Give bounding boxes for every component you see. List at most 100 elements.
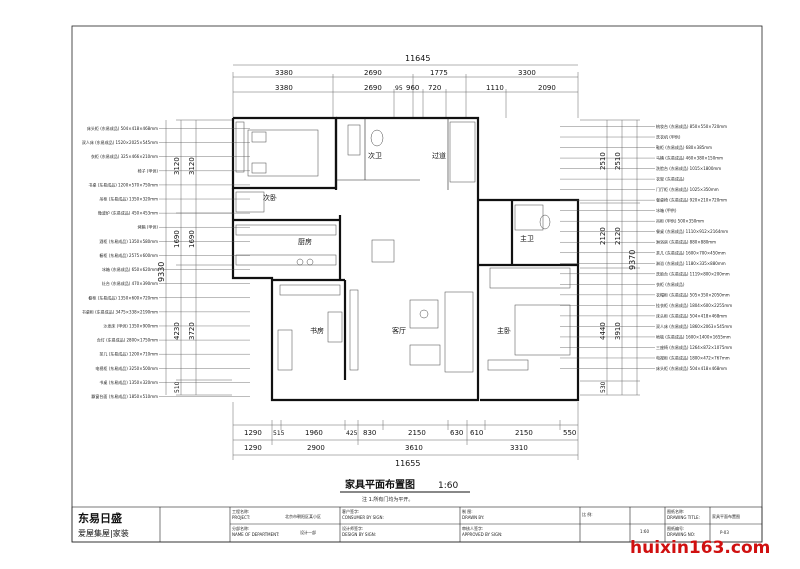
right-labels-item: 马桶 (东易成品) 460×380×150mm [656, 155, 723, 161]
right-labels-item: 床头柜 (东易成品) 504×418×468mm [656, 365, 727, 371]
left-dim-2: 1690 [173, 230, 181, 248]
desk [327, 311, 343, 343]
shower [514, 204, 544, 231]
right-labels-item: 餐桌 (东易成品) 1110×912×2164mm [656, 228, 728, 234]
right-labels-item: 地毯 (东易成品) 1600×1400×1655mm [656, 333, 731, 339]
right-dim-inner-2: 2120 [614, 227, 622, 245]
coffee-table [409, 299, 439, 329]
drawing-scale: 1:60 [438, 481, 458, 491]
top-dim-1: 3380 [275, 69, 293, 77]
drawing-no-label: 图纸编号: [667, 525, 684, 531]
project-value: 北京市朝阳区某小区 [285, 513, 321, 519]
stove-burner [296, 258, 304, 266]
dept-value: 设计一部 [300, 529, 316, 535]
left-dimensions: 3120 1690 4230 510 3120 1690 3720 9330 [157, 119, 232, 396]
right-labels-item: 三座椅 (东易成品) 1264×872×1075mm [656, 344, 732, 350]
left-dim-1: 3120 [173, 157, 181, 175]
right-labels-item: 茶几 (东易成品) 1600×700×450mm [656, 249, 726, 255]
left-labels-item: 灶台 (东易成品) 470×390mm [102, 280, 158, 286]
sofa-bed [277, 329, 293, 371]
wardrobe [235, 121, 245, 173]
left-labels-item: 冰箱 (东易成品) 650×620mm [102, 266, 158, 272]
drawing-title-block: 家具平面布置图 1:60 注 1.所有门均为平开。 [340, 478, 470, 503]
bottom-dim-9: 2150 [515, 429, 533, 437]
designer-label-en: DESIGN BY SIGN: [342, 532, 376, 537]
vanity [347, 124, 361, 156]
company-logo-cn: 东易日盛 [78, 511, 122, 525]
left-labels-item: 橱柜 (东易成品) 2575×600mm [99, 252, 158, 258]
customer-label-en: CONSUMER BY SIGN: [342, 515, 384, 520]
toilet [370, 129, 384, 147]
drawing-note: 注 1.所有门均为平开。 [362, 496, 413, 503]
left-labels-item: 双人床 (东易成品) 1520×2025×545mm [82, 139, 158, 145]
left-dim-3: 4230 [173, 322, 181, 340]
bookshelf [279, 284, 341, 296]
top-dim-r2-5: 720 [428, 84, 441, 92]
bottom-dim-10: 550 [563, 429, 576, 437]
left-total-dim: 9330 [157, 262, 166, 282]
room-corridor: 过道 [432, 151, 446, 160]
scale-value: 1:60 [640, 529, 649, 534]
approved-label: 审核人签字: [462, 525, 483, 531]
left-labels-item: 书桌柜 (东易成品) 3475×338×2190mm [82, 308, 158, 314]
left-labels-item: 书桌 (东易成品) 1200×570×750mm [88, 181, 158, 187]
top-dimensions: 11645 3380 2690 1775 3300 3380 2690 95 9… [232, 54, 579, 118]
right-labels-item: 冰箱 (甲供) [656, 207, 677, 213]
left-labels-item: 酒柜 (东易成品) 1350×580mm [99, 238, 158, 244]
title-block: 东易日盛 爱屋集屋|家装 工程名称: PROJECT: 北京市朝阳区某小区 分部… [71, 506, 763, 543]
room-master-bath: 主卫 [520, 234, 534, 243]
scale-label: 比 例: [582, 511, 593, 517]
right-labels-item: 门厅柜 (东易成品) 1025×350mm [656, 186, 719, 192]
bottom-dim-6: 2150 [408, 429, 426, 437]
wardrobe [489, 267, 571, 289]
top-dim-2: 2690 [364, 69, 382, 77]
left-dim-4: 510 [174, 381, 181, 393]
kitchen-counter [235, 224, 337, 236]
bottom-dim-r2-3: 3610 [405, 444, 423, 452]
bottom-dim-2: 515 [273, 430, 285, 437]
plant [419, 309, 429, 319]
bottom-total-dim: 11655 [395, 459, 420, 468]
drawing-no-label-en: DRAWING NO: [667, 532, 695, 537]
right-labels-item: 衣帽柜 (东易成品) 505×350×2050mm [656, 291, 730, 297]
right-labels-item: 洗衣机 (甲供) [656, 134, 681, 140]
bottom-dim-7: 630 [450, 429, 463, 437]
company-sub: 爱屋集屋|家装 [78, 528, 129, 538]
top-dim-3: 1775 [430, 69, 448, 77]
approved-label-en: APPROVED BY SIGN: [462, 532, 502, 537]
right-labels-item: 洗脸台 (东易成品) 1119×800×200mm [656, 270, 730, 276]
right-labels-item: 梳妆台 (东易成品) 850×550×720mm [656, 123, 727, 129]
right-total-dim: 9370 [628, 250, 637, 270]
right-labels-item: 衣柜 (东易成品) [656, 281, 685, 287]
dept-label: 分部名称: [232, 525, 249, 531]
left-labels-item: 微波炉 (东易成品) 450×453mm [98, 210, 158, 216]
title-label: 图纸名称: [667, 508, 684, 514]
project-label-en: PROJECT: [232, 515, 250, 520]
right-dim-3: 4440 [599, 322, 607, 340]
toilet [539, 214, 551, 230]
left-labels-item: 橱柜 (东易成品) 1350×600×720mm [88, 294, 158, 300]
furniture [235, 121, 571, 373]
designer-label: 设计师签字: [342, 525, 363, 531]
right-labels-item: 床头柜 (东易成品) 504×418×468mm [656, 312, 727, 318]
stove-burner [306, 258, 314, 266]
title-label-en: DRAWING TITLE: [667, 515, 700, 520]
room-bed2: 次卧 [263, 193, 277, 202]
walls [231, 116, 580, 402]
desk [235, 191, 265, 213]
left-labels-item: 烤箱 (甲供) [138, 224, 159, 230]
tv-cabinet [349, 289, 359, 371]
top-dim-r2-6: 1110 [486, 84, 504, 92]
left-labels-item: 衣柜 (东易成品) 325×466×210mm [91, 153, 158, 159]
right-dimensions: 2510 2120 4440 530 2510 2120 3910 9370 [580, 119, 640, 396]
drawn-label-en: DRAWN BY: [462, 515, 484, 520]
top-dim-r2-3: 95 [395, 85, 403, 92]
left-labels-item: 飘窗台面 (东易成品) 1850×510mm [91, 393, 158, 399]
right-dim-1: 2510 [599, 152, 607, 170]
right-labels-item: 洗脸台 (东易成品) 1015×1800mm [656, 165, 721, 171]
right-dim-inner-3: 3910 [614, 322, 622, 340]
